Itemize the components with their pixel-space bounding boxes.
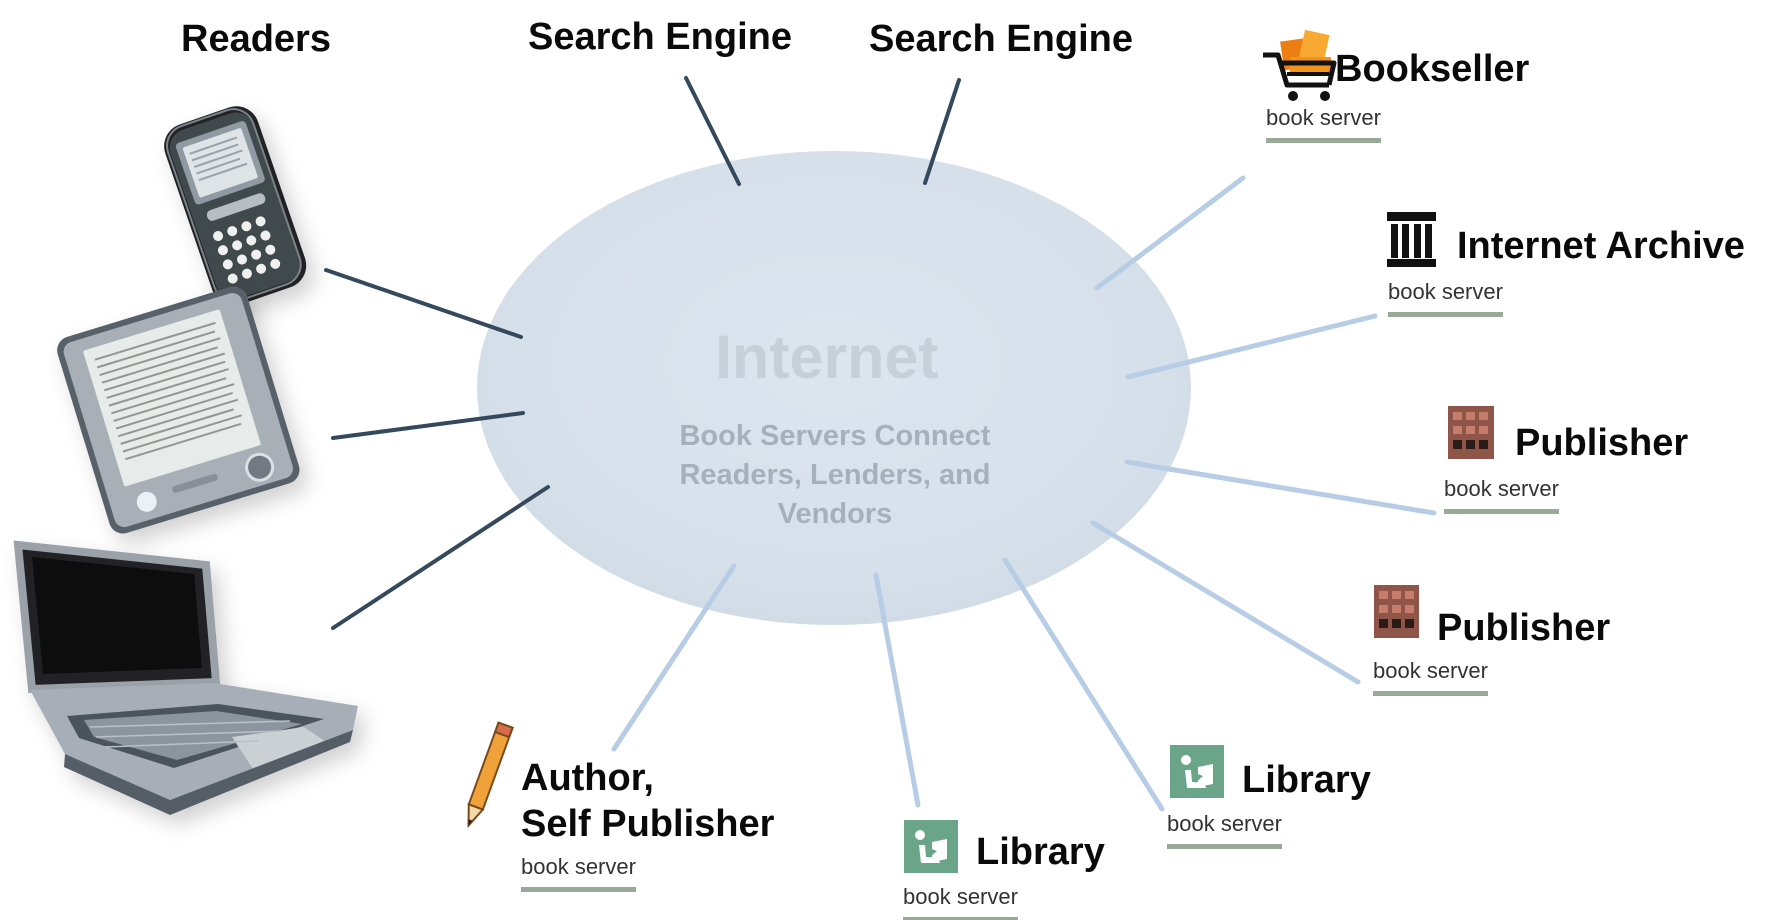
internet-archive-label: Internet Archive [1457,225,1745,267]
author-label-line-2: Self Publisher [521,803,775,845]
dark-connections [324,76,961,630]
search-engine-right-label: Search Engine [869,18,1133,60]
author-label-line-1: Author, [521,757,654,799]
publisher-building-icon [1374,585,1419,638]
line-search-engine-left-to-cloud [684,76,741,186]
line-phone-to-cloud [324,268,523,339]
internet-cloud [477,151,1191,625]
internet-cloud-description: Book Servers Connect Readers, Lenders, a… [679,420,991,530]
library-right-label: Library [1242,759,1371,801]
readers-label: Readers [181,18,331,60]
publisher-building-icon [1448,406,1494,459]
publisher-top-book-server-label: book server [1444,478,1559,514]
author-book-server-label: book server [521,856,636,892]
phone-device [164,106,307,306]
library-right-book-server-label: book server [1167,813,1282,849]
internet-archive-book-server-label: book server [1388,281,1503,317]
line-search-engine-right-to-cloud [923,78,961,185]
bookseller-book-server-label: book server [1266,107,1381,143]
laptop-device [13,540,358,815]
archive-building-icon [1387,212,1436,267]
line-laptop-to-cloud [331,485,550,630]
line-library-right-to-cloud [1002,557,1165,812]
internet-cloud-title: Internet [715,323,939,391]
library-bottom-label: Library [976,831,1105,873]
line-ereader-to-cloud [331,411,525,440]
ereader-device [57,286,300,534]
line-bookseller-to-cloud [1094,175,1246,291]
shopping-cart-books-icon [1263,29,1337,101]
line-publisher-top-to-cloud [1124,459,1437,516]
light-connections [611,175,1437,812]
line-author-to-cloud [611,563,737,752]
pencil-icon [467,721,514,829]
line-publisher-bottom-to-cloud [1090,520,1361,685]
line-library-bottom-to-cloud [873,572,921,808]
publisher-bottom-book-server-label: book server [1373,660,1488,696]
search-engine-left-label: Search Engine [528,16,792,58]
publisher-bottom-label: Publisher [1437,607,1611,649]
line-internet-archive-to-cloud [1125,313,1378,380]
library-reader-icon [1170,745,1224,798]
bookseller-label: Bookseller [1335,48,1530,90]
library-bottom-book-server-label: book server [903,886,1018,920]
library-reader-icon [904,820,958,873]
publisher-top-label: Publisher [1515,422,1689,464]
